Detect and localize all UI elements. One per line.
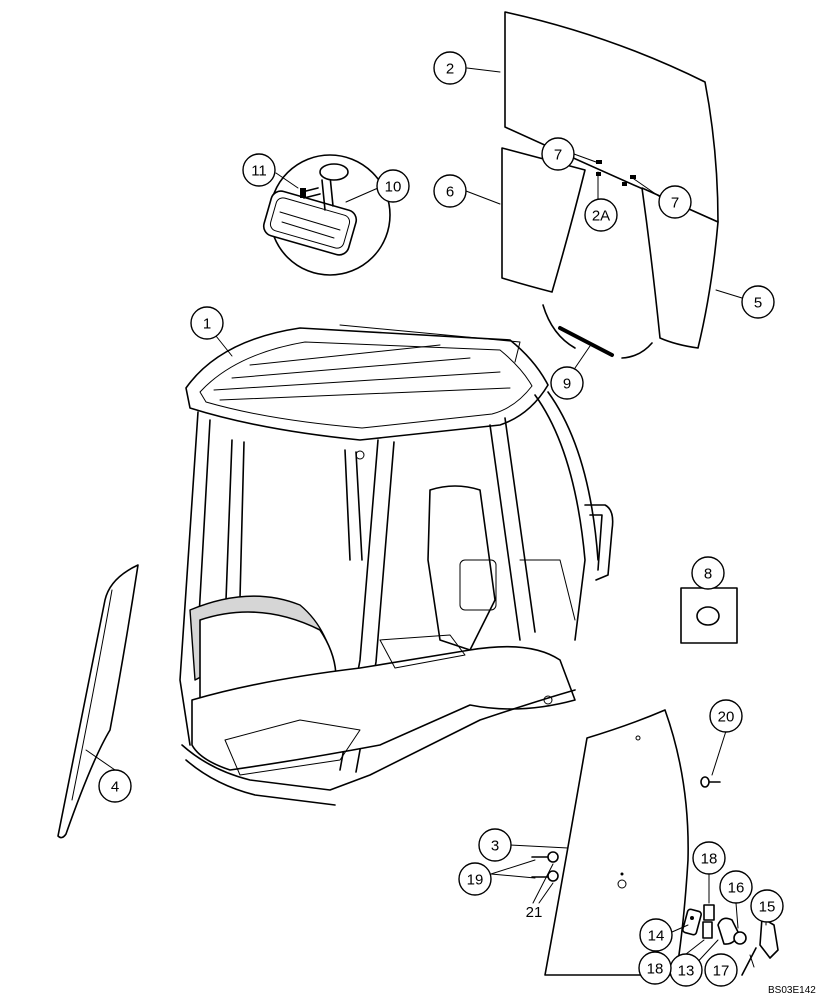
callout-7a: 7 bbox=[541, 137, 575, 171]
callout-number: 2A bbox=[592, 208, 610, 225]
label-21: 21 bbox=[526, 904, 543, 921]
callout-circle bbox=[719, 870, 753, 904]
callout-20: 20 bbox=[709, 699, 743, 733]
callout-2a: 2A bbox=[584, 198, 618, 232]
leader-lines bbox=[85, 67, 767, 969]
callout-number: 13 bbox=[678, 963, 695, 980]
bracket-part-14 bbox=[682, 908, 702, 936]
callout-circle bbox=[658, 185, 692, 219]
callout-16: 16 bbox=[719, 870, 753, 904]
callout-number: 20 bbox=[718, 709, 735, 726]
callout-15: 15 bbox=[750, 889, 784, 923]
screw-part-11 bbox=[300, 188, 306, 198]
screw-part-18b bbox=[702, 921, 713, 939]
callout-circle bbox=[584, 198, 618, 232]
mirror-part-10 bbox=[262, 190, 358, 256]
part-5-side-glass bbox=[641, 187, 719, 349]
callout-number: 15 bbox=[759, 899, 776, 916]
callout-circle bbox=[376, 169, 410, 203]
part-9-seal-strip bbox=[542, 304, 653, 359]
callout-number: 18 bbox=[647, 961, 664, 978]
callout-circle bbox=[433, 51, 467, 85]
bolts-part-19 bbox=[531, 856, 549, 878]
handle-part-15 bbox=[759, 917, 779, 959]
callout-number: 8 bbox=[704, 566, 712, 583]
callout-2: 2 bbox=[433, 51, 467, 85]
callout-circle bbox=[692, 841, 726, 875]
callout-8: 8 bbox=[691, 556, 725, 590]
washer-part-21b bbox=[547, 870, 559, 882]
callout-circle bbox=[550, 366, 584, 400]
callout-1: 1 bbox=[190, 306, 224, 340]
callout-number: 11 bbox=[251, 163, 267, 180]
callout-number: 7 bbox=[554, 147, 562, 164]
callout-13: 13 bbox=[669, 953, 703, 987]
callout-number: 5 bbox=[754, 295, 762, 312]
callout-circle bbox=[709, 699, 743, 733]
callout-18a: 18 bbox=[692, 841, 726, 875]
door-hardware bbox=[531, 776, 779, 976]
part-6-side-glass bbox=[501, 147, 586, 293]
pin-part-17 bbox=[741, 947, 757, 976]
callout-circle bbox=[433, 174, 467, 208]
callout-number: 7 bbox=[671, 195, 679, 212]
callout-19: 19 bbox=[458, 862, 492, 896]
callout-circle bbox=[242, 153, 276, 187]
callout-number: 2 bbox=[446, 61, 454, 78]
callout-18b: 18 bbox=[638, 951, 672, 985]
callout-10: 10 bbox=[376, 169, 410, 203]
callout-number: 17 bbox=[713, 963, 730, 980]
callout-9: 9 bbox=[550, 366, 584, 400]
cab-frame-part-1 bbox=[179, 324, 614, 806]
callouts: 1 2 2A 3 4 5 6 7 7 8 9 10 11 13 14 15 16 17 18 18 19 20 bbox=[98, 51, 784, 987]
callout-circle bbox=[741, 285, 775, 319]
part-2-upper-glass bbox=[504, 11, 719, 223]
callout-circle bbox=[541, 137, 575, 171]
part-8-decal bbox=[680, 582, 738, 644]
callout-number: 3 bbox=[491, 838, 499, 855]
callout-6: 6 bbox=[433, 174, 467, 208]
part-3-door-glass bbox=[544, 709, 689, 976]
callout-number: 9 bbox=[563, 376, 571, 393]
washer-part-21a bbox=[547, 851, 559, 863]
callout-circle bbox=[750, 889, 784, 923]
callout-number: 1 bbox=[203, 316, 211, 333]
reference-code: BS03E142 bbox=[768, 985, 816, 996]
callout-number: 14 bbox=[648, 928, 665, 945]
callout-circle bbox=[458, 862, 492, 896]
callout-number: 18 bbox=[701, 851, 718, 868]
callout-circle bbox=[98, 769, 132, 803]
callout-circle bbox=[478, 828, 512, 862]
callout-5: 5 bbox=[741, 285, 775, 319]
mirror-detail bbox=[262, 154, 391, 276]
callout-11: 11 bbox=[242, 153, 276, 187]
callout-7b: 7 bbox=[658, 185, 692, 219]
callout-number: 10 bbox=[385, 179, 402, 196]
callout-17: 17 bbox=[704, 953, 738, 987]
callout-circle bbox=[691, 556, 725, 590]
callout-number: 19 bbox=[467, 872, 484, 889]
knob-part-16 bbox=[733, 931, 747, 945]
callout-circle bbox=[190, 306, 224, 340]
callout-14: 14 bbox=[639, 918, 673, 952]
callout-circle bbox=[704, 953, 738, 987]
part-4-side-glass bbox=[57, 564, 139, 839]
screw-part-18a bbox=[703, 904, 715, 921]
callout-number: 6 bbox=[446, 184, 454, 201]
callout-circle bbox=[639, 918, 673, 952]
callout-number: 4 bbox=[111, 779, 119, 796]
callout-circle bbox=[638, 951, 672, 985]
callout-number: 16 bbox=[728, 880, 745, 897]
callout-3: 3 bbox=[478, 828, 512, 862]
callout-4: 4 bbox=[98, 769, 132, 803]
